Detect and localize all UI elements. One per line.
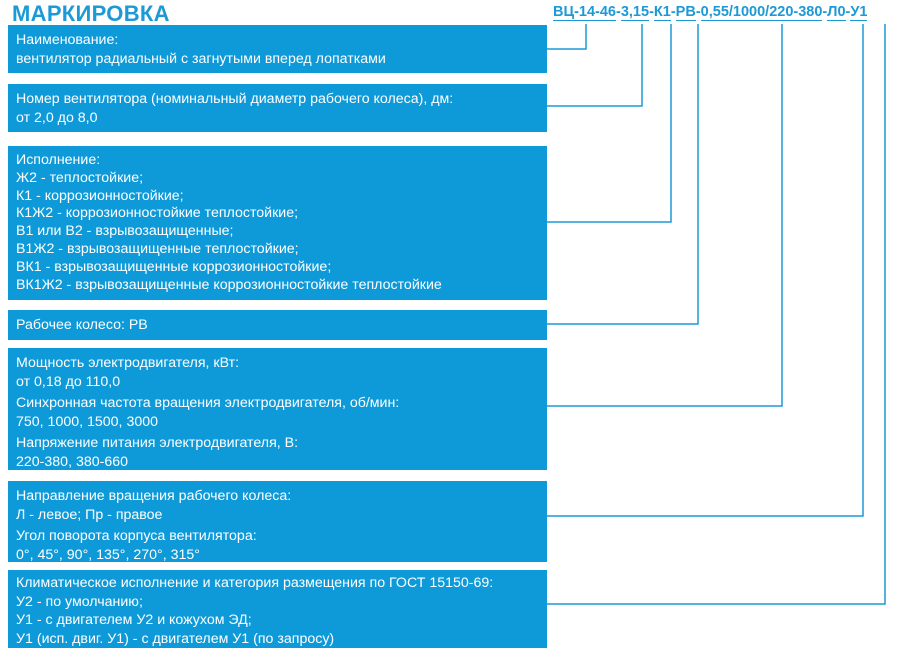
code-segment-climate: У1 [850,4,868,21]
box-line: У2 - по умолчанию; [16,593,143,610]
box-line: от 2,0 до 8,0 [16,110,98,126]
code-segment-wheel: РВ [675,4,696,21]
code-separator: - [649,4,654,20]
box-line: от 0,18 до 110,0 [16,374,121,390]
box-line: вентилятор радиальный с загнутыми вперед… [16,51,386,67]
box-line: 750, 1000, 1500, 3000 [16,414,159,430]
box-line: В1Ж2 - взрывозащищенные теплостойкие; [16,240,299,257]
box-line: К1Ж2 - коррозионностойкие теплостойкие; [16,205,299,222]
box-line: 220-380, 380-660 [16,454,129,470]
box-line: Рабочее колесо: РВ [16,317,148,333]
box-line: Направление вращения рабочего колеса: [16,488,292,504]
box-line: Ж2 - теплостойкие; [16,169,144,186]
connector-line-name [547,24,587,50]
box-line: Климатическое исполнение и категория раз… [16,575,494,591]
info-box-size: Номер вентилятора (номинальный диаметр р… [8,84,547,132]
connector-line-execution [547,24,672,223]
connector-line-motor [547,24,783,407]
code-separator: - [670,4,676,20]
connector-line-climate [547,24,886,605]
box-line: У1 - с двигателем У2 и кожухом ЭД; [16,612,252,628]
info-box-climate: Климатическое исполнение и категория раз… [8,570,547,648]
code-segment-motor: 0,55/1000/220-380 [700,4,823,21]
info-box-name: Наименование: вентилятор радиальный с за… [8,25,547,73]
box-line: Мощность электродвигателя, кВт: [16,355,240,371]
box-line: Исполнение: [16,152,101,168]
code-separator: - [615,4,621,20]
box-line: К1 - коррозионностойкие; [16,187,184,204]
page-title: МАРКИРОВКА [12,1,170,26]
code-segment-execution: К1 [653,4,671,21]
info-box-execution: Исполнение: Ж2 - теплостойкие; К1 - корр… [8,146,547,300]
info-box-wheel: Рабочее колесо: РВ [8,310,547,340]
code-separator: - [695,4,701,20]
connector-line-wheel [547,24,699,325]
connector-line-size [547,24,643,107]
code-segment-rotation: Л0 [827,4,846,21]
box-line: Синхронная частота вращения электродвига… [16,395,400,411]
box-line: Наименование: [16,32,119,48]
box-line: Номер вентилятора (номинальный диаметр р… [16,91,454,107]
marking-code: ВЦ-14-46-3,15-К1-РВ-0,55/1000/220-380-Л0… [553,4,900,21]
box-line: ВК1Ж2 - взрывозащищенные коррозионностой… [16,276,442,293]
code-segment-series: ВЦ-14-46 [553,4,616,21]
box-line: ВК1 - взрывозащищенные коррозионностойки… [16,258,332,275]
code-segment-size: 3,15 [620,4,650,21]
box-line: У1 (исп. двиг. У1) - с двигателем У1 (по… [16,630,335,647]
code-separator: - [822,4,828,20]
box-line: Л - левое; Пр - правое [16,507,163,523]
connector-line-rotation [547,24,864,517]
info-box-motor: Мощность электродвигателя, кВт: от 0,18 … [8,348,547,470]
box-line: Угол поворота корпуса вентилятора: [16,528,257,544]
box-line: В1 или В2 - взрывозащищенные; [16,223,234,240]
box-line: Напряжение питания электродвигателя, В: [16,435,299,451]
code-separator: - [845,4,851,20]
info-box-rotation: Направление вращения рабочего колеса: Л … [8,481,547,563]
box-line: 0°, 45°, 90°, 135°, 270°, 315° [16,547,200,563]
